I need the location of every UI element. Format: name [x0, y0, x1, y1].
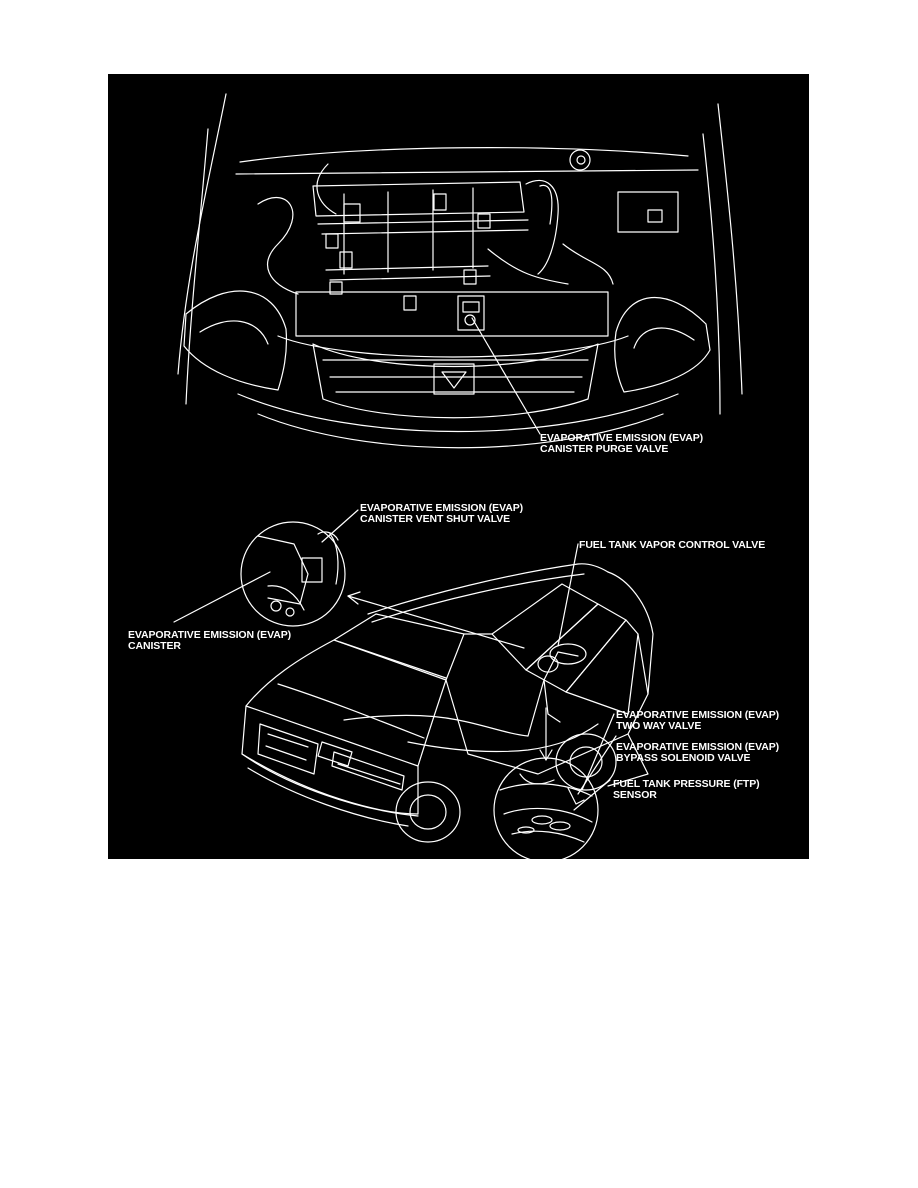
ftp-sensor-label-line2: SENSOR — [613, 789, 657, 801]
vapor-control-valve-label: FUEL TANK VAPOR CONTROL VALVE — [579, 540, 765, 551]
vent-shut-valve-label-line1: EVAPORATIVE EMISSION (EVAP) — [360, 502, 523, 514]
two-way-valve-label-line2: TWO WAY VALVE — [616, 720, 702, 732]
purge-valve-label-line1: EVAPORATIVE EMISSION (EVAP) — [540, 432, 703, 444]
bypass-solenoid-valve-label: EVAPORATIVE EMISSION (EVAP) BYPASS SOLEN… — [616, 742, 779, 764]
bypass-solenoid-valve-label-line1: EVAPORATIVE EMISSION (EVAP) — [616, 741, 779, 753]
canister-label-line1: EVAPORATIVE EMISSION (EVAP) — [128, 629, 291, 641]
two-way-valve-label-line1: EVAPORATIVE EMISSION (EVAP) — [616, 709, 779, 721]
bypass-solenoid-valve-label-line2: BYPASS SOLENOID VALVE — [616, 752, 751, 764]
canister-detail-inset — [173, 509, 359, 627]
two-way-valve-label: EVAPORATIVE EMISSION (EVAP) TWO WAY VALV… — [616, 710, 779, 732]
purge-valve-label: EVAPORATIVE EMISSION (EVAP) CANISTER PUR… — [540, 433, 703, 455]
vent-shut-valve-label-line2: CANISTER VENT SHUT VALVE — [360, 513, 511, 525]
vapor-control-valve-label-line1: FUEL TANK VAPOR CONTROL VALVE — [579, 539, 766, 551]
ftp-sensor-label-line1: FUEL TANK PRESSURE (FTP) — [613, 778, 760, 790]
figure-linework — [173, 93, 743, 859]
canister-label-line2: CANISTER — [128, 640, 181, 652]
evap-component-location-figure: EVAPORATIVE EMISSION (EVAP) CANISTER PUR… — [108, 74, 809, 859]
purge-valve-label-line2: CANISTER PURGE VALVE — [540, 443, 669, 455]
vehicle-illustration — [241, 563, 654, 843]
vent-shut-valve-label: EVAPORATIVE EMISSION (EVAP) CANISTER VEN… — [360, 503, 523, 525]
engine-compartment-illustration — [177, 93, 743, 449]
canister-label: EVAPORATIVE EMISSION (EVAP) CANISTER — [128, 630, 291, 652]
fuel-tank-detail-inset — [493, 543, 617, 859]
ftp-sensor-label: FUEL TANK PRESSURE (FTP) SENSOR — [613, 779, 760, 801]
